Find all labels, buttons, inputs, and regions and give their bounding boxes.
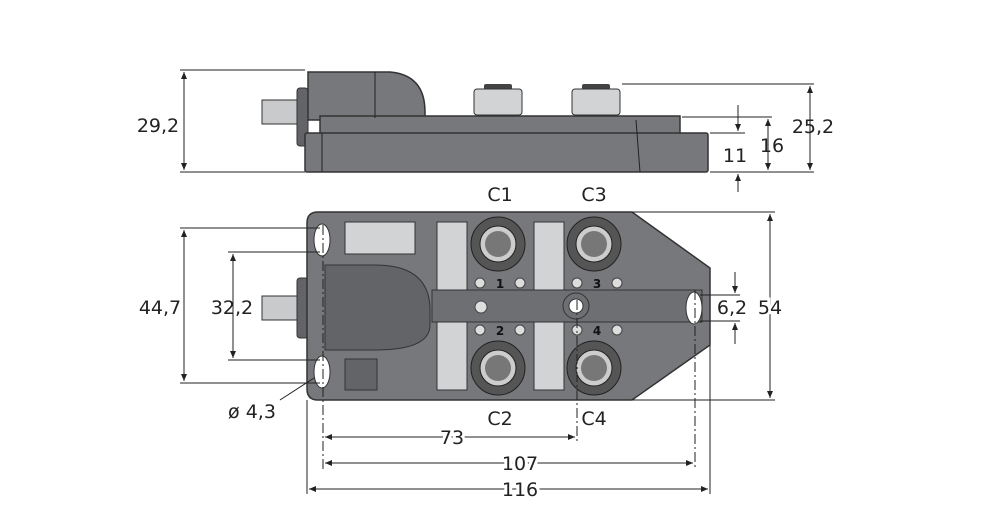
cable-top <box>261 295 301 321</box>
cable-elbow <box>307 71 426 121</box>
port-c1 <box>470 216 526 272</box>
mounting-hole <box>313 223 331 257</box>
side-view: 29,2 25,2 16 11 <box>137 69 834 192</box>
dim-32-2: 32,2 <box>211 297 253 319</box>
dim-hole-diameter: ø 4,3 <box>228 401 276 423</box>
dim-25-2: 25,2 <box>792 116 834 138</box>
cable-outlet <box>324 264 431 351</box>
dim-16: 16 <box>760 135 784 157</box>
port-number: 2 <box>496 324 504 338</box>
port-c4 <box>566 340 622 396</box>
port-c3 <box>566 216 622 272</box>
upper-tier <box>319 115 681 135</box>
cable <box>261 99 301 125</box>
dim-73: 73 <box>440 427 464 449</box>
label-c2: C2 <box>487 408 512 430</box>
port-number: 3 <box>593 277 601 291</box>
dim-116: 116 <box>502 479 538 501</box>
label-c1: C1 <box>487 184 512 206</box>
port-number: 4 <box>593 324 601 338</box>
dim-29-2: 29,2 <box>137 115 179 137</box>
dim-107: 107 <box>502 453 538 475</box>
connector-side-2 <box>571 84 621 116</box>
dim-44-7: 44,7 <box>139 297 181 319</box>
label-field <box>344 221 416 255</box>
dim-11: 11 <box>723 145 747 167</box>
label-c3: C3 <box>581 184 606 206</box>
ground-screw <box>568 298 584 314</box>
housing-base <box>304 132 709 173</box>
dim-6-2: 6,2 <box>717 297 747 319</box>
connector-side-1 <box>473 84 523 116</box>
mounting-hole <box>313 355 331 389</box>
port-number: 1 <box>496 277 504 291</box>
mounting-slot <box>685 291 703 325</box>
port-c2 <box>470 340 526 396</box>
label-c4: C4 <box>581 408 606 430</box>
top-view: 1 3 2 4 C1 C3 C2 C4 44,7 32,2 ø 4,3 54 6… <box>139 184 785 504</box>
dim-54: 54 <box>758 297 782 319</box>
led-indicators <box>474 277 623 336</box>
